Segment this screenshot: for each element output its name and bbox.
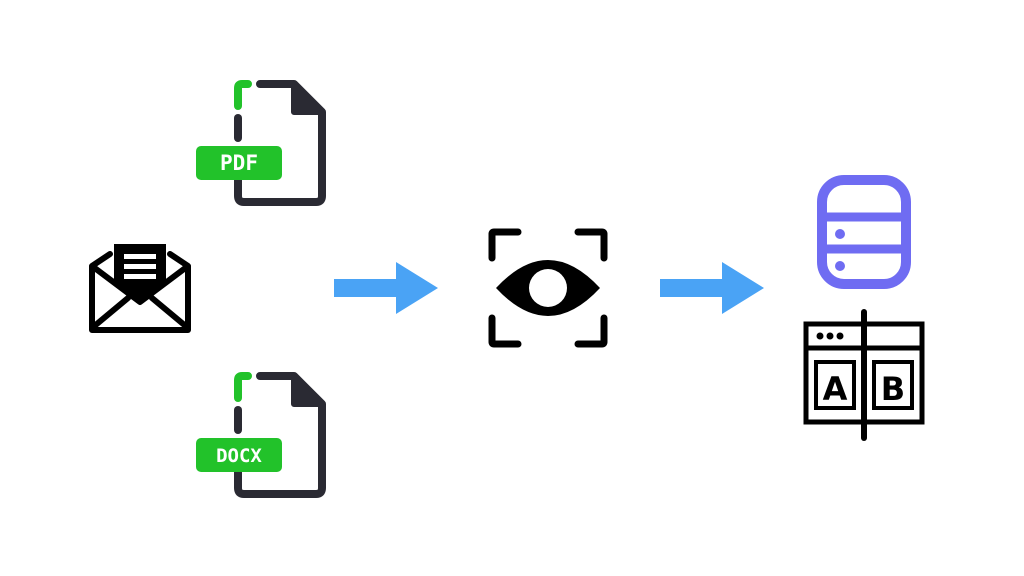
docx-file-icon: DOCX xyxy=(196,372,326,498)
email-document-icon xyxy=(89,244,191,333)
database-node xyxy=(816,174,912,290)
letter-a: A xyxy=(823,370,848,408)
arrow-inputs-to-processor xyxy=(334,262,440,314)
pdf-badge-label: PDF xyxy=(220,151,258,175)
pdf-file-node: PDF xyxy=(190,76,330,208)
docx-badge-label: DOCX xyxy=(216,445,262,467)
right-arrow-icon xyxy=(660,262,764,314)
right-arrow-icon xyxy=(334,262,438,314)
ab-comparison-node: A B xyxy=(800,308,928,442)
eye-scan-icon xyxy=(488,228,608,348)
processor-node xyxy=(486,226,610,350)
letter-b: B xyxy=(881,370,905,408)
arrow-processor-to-outputs xyxy=(660,262,766,314)
docx-file-node: DOCX xyxy=(190,368,330,500)
ab-comparison-window-icon: A B xyxy=(803,309,925,441)
email-node xyxy=(86,236,194,336)
pdf-file-icon: PDF xyxy=(196,80,326,206)
database-icon xyxy=(817,175,911,289)
